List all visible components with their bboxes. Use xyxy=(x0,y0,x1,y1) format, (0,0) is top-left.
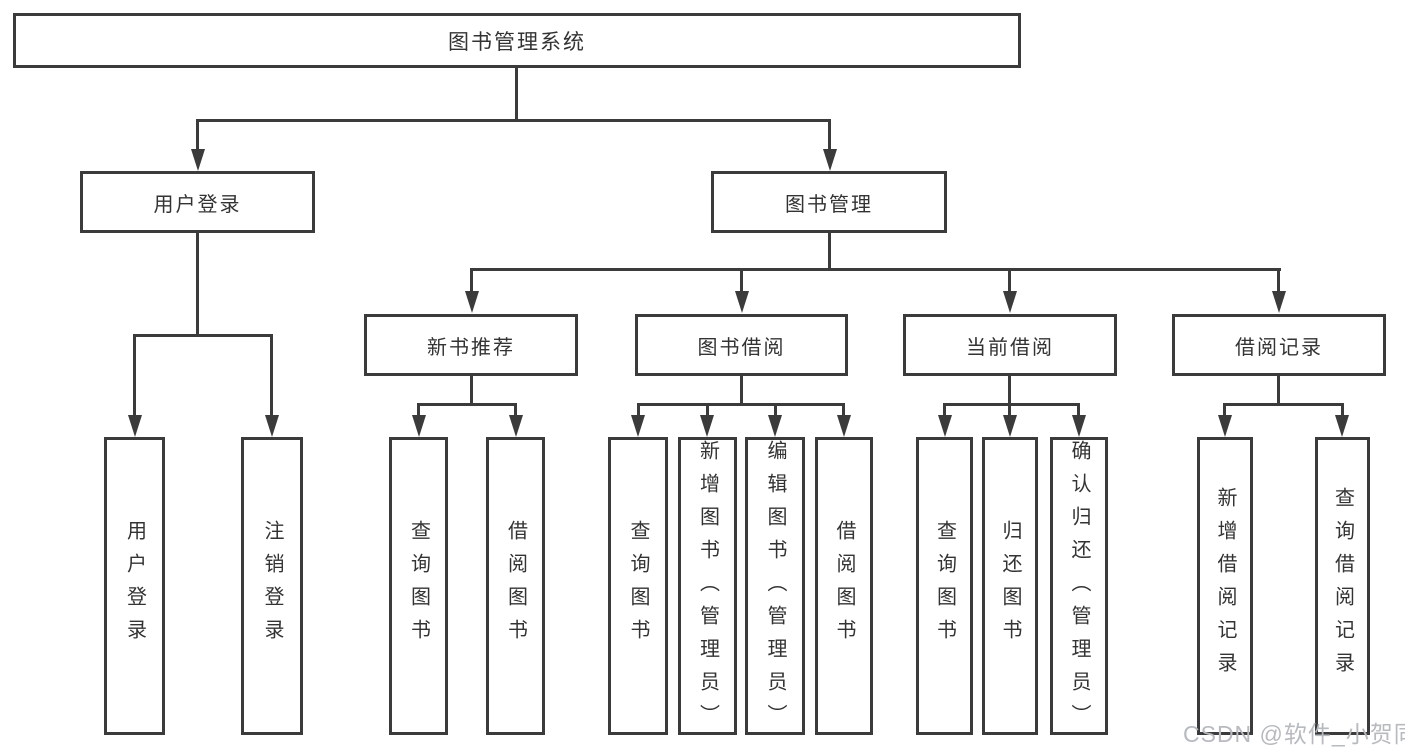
arrow-down-icon xyxy=(768,415,782,437)
connector-vline xyxy=(828,233,831,271)
arrow-down-icon xyxy=(1003,291,1017,313)
connector-hline xyxy=(196,119,831,122)
connector-vline xyxy=(1223,403,1226,415)
leaf-label: 借阅图书 xyxy=(504,520,527,652)
node-book-borrow: 图书借阅 xyxy=(635,314,848,376)
leaf-add-book-admin: 新增图书（管理员） xyxy=(678,437,737,737)
arrow-down-icon xyxy=(509,415,523,437)
connector-vline xyxy=(515,68,518,121)
node-book-management: 图书管理 xyxy=(711,171,947,233)
connector-hline xyxy=(1223,403,1343,406)
connector-vline xyxy=(774,403,777,415)
arrow-down-icon xyxy=(700,415,714,437)
connector-hline xyxy=(133,334,273,337)
arrow-down-icon xyxy=(191,149,205,171)
leaf-label: 查询图书 xyxy=(407,520,430,652)
arrow-down-icon xyxy=(1003,415,1017,437)
leaf-label: 确认归还（管理员） xyxy=(1068,440,1090,737)
leaf-label: 注销登录 xyxy=(261,520,283,652)
connector-vline xyxy=(828,119,831,149)
arrow-down-icon xyxy=(735,291,749,313)
arrow-down-icon xyxy=(631,415,645,437)
leaf-label: 新增借阅记录 xyxy=(1214,487,1236,685)
leaf-borrow-books: 借阅图书 xyxy=(815,437,873,735)
leaf-logout: 注销登录 xyxy=(241,437,303,735)
arrow-down-icon xyxy=(265,415,279,437)
connector-vline xyxy=(943,403,946,415)
connector-hline xyxy=(470,268,1281,271)
connector-vline xyxy=(706,403,709,415)
connector-vline xyxy=(133,334,136,415)
leaf-label: 查询图书 xyxy=(627,520,649,652)
node-new-book-recommend: 新书推荐 xyxy=(364,314,578,376)
connector-vline xyxy=(514,403,517,415)
leaf-add-borrow-record: 新增借阅记录 xyxy=(1197,437,1253,735)
connector-hline xyxy=(637,403,844,406)
leaf-confirm-return-admin: 确认归还（管理员） xyxy=(1050,437,1108,737)
leaf-user-login: 用户登录 xyxy=(104,437,165,735)
leaf-label: 编辑图书（管理员） xyxy=(764,440,786,737)
leaf-label: 用户登录 xyxy=(123,520,146,652)
node-borrow-records: 借阅记录 xyxy=(1172,314,1386,376)
leaf-query-borrow-record: 查询借阅记录 xyxy=(1315,437,1370,735)
leaf-label: 查询图书 xyxy=(933,520,956,652)
arrow-down-icon xyxy=(412,415,426,437)
leaf-label: 借阅图书 xyxy=(833,520,855,652)
leaf-query-books-current: 查询图书 xyxy=(916,437,973,735)
connector-hline xyxy=(417,403,517,406)
node-user-login: 用户登录 xyxy=(80,171,315,233)
leaf-edit-book-admin: 编辑图书（管理员） xyxy=(745,437,805,737)
connector-vline xyxy=(270,334,273,415)
connector-vline xyxy=(740,376,743,406)
arrow-down-icon xyxy=(1272,291,1286,313)
connector-vline xyxy=(1277,376,1280,406)
leaf-label: 查询借阅记录 xyxy=(1331,487,1354,685)
arrow-down-icon xyxy=(465,291,479,313)
connector-vline xyxy=(842,403,845,415)
connector-vline xyxy=(1077,403,1080,415)
connector-vline xyxy=(417,403,420,415)
arrow-down-icon xyxy=(1072,415,1086,437)
node-current-borrow: 当前借阅 xyxy=(903,314,1117,376)
leaf-label: 归还图书 xyxy=(999,520,1021,652)
connector-hline xyxy=(943,403,1080,406)
arrow-down-icon xyxy=(1218,415,1232,437)
connector-vline xyxy=(1277,268,1280,292)
leaf-query-books-recommend: 查询图书 xyxy=(389,437,448,735)
connector-vline xyxy=(470,268,473,292)
arrow-down-icon xyxy=(823,149,837,171)
connector-vline xyxy=(470,376,473,406)
leaf-label: 新增图书（管理员） xyxy=(696,440,719,737)
node-root-library-system: 图书管理系统 xyxy=(13,13,1021,68)
connector-vline xyxy=(1008,403,1011,415)
connector-vline xyxy=(1341,403,1344,415)
connector-vline xyxy=(196,119,199,149)
arrow-down-icon xyxy=(938,415,952,437)
leaf-return-book: 归还图书 xyxy=(982,437,1038,735)
leaf-borrow-books-recommend: 借阅图书 xyxy=(486,437,545,735)
connector-vline xyxy=(1008,376,1011,406)
connector-vline xyxy=(740,268,743,292)
arrow-down-icon xyxy=(837,415,851,437)
csdn-watermark: CSDN @软件_小贺同学 xyxy=(1183,721,1405,747)
arrow-down-icon xyxy=(1335,415,1349,437)
leaf-query-books-borrow: 查询图书 xyxy=(608,437,668,735)
connector-vline xyxy=(637,403,640,415)
connector-vline xyxy=(1008,268,1011,292)
arrow-down-icon xyxy=(128,415,142,437)
connector-vline xyxy=(196,233,199,336)
